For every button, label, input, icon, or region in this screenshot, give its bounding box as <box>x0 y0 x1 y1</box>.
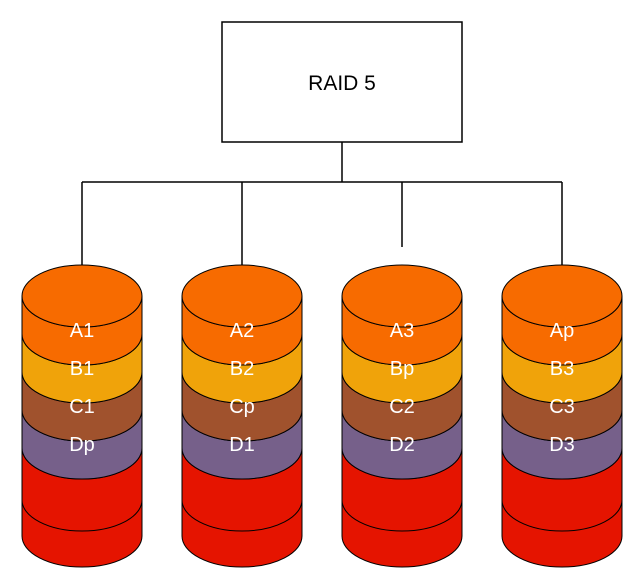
disk-platter-divider <box>501 499 623 532</box>
disk-platter-divider <box>181 499 303 532</box>
controller-box <box>221 21 463 143</box>
block-label: A1 <box>70 320 94 342</box>
block-label: Ap <box>550 320 574 342</box>
connector-lines <box>81 142 563 265</box>
block-label: A3 <box>390 320 414 342</box>
disk-platter-divider <box>341 499 463 532</box>
disk-platter-divider <box>21 499 143 532</box>
disk-top-cap <box>181 264 303 328</box>
block-label: C3 <box>549 396 575 418</box>
block-label: B2 <box>230 358 254 380</box>
block-label: D1 <box>229 434 255 456</box>
block-label: Bp <box>390 358 414 380</box>
block-label: A2 <box>230 320 254 342</box>
block-label: B3 <box>550 358 574 380</box>
block-label: C1 <box>69 396 95 418</box>
disk-top-cap <box>21 264 143 328</box>
disk-top-cap <box>341 264 463 328</box>
block-label: B1 <box>70 358 94 380</box>
block-label: Dp <box>69 434 95 456</box>
controller-label: RAID 5 <box>308 72 376 95</box>
block-label: Cp <box>229 396 255 418</box>
block-label: D3 <box>549 434 575 456</box>
block-label: D2 <box>389 434 415 456</box>
disk-top-cap <box>501 264 623 328</box>
block-label: C2 <box>389 396 415 418</box>
